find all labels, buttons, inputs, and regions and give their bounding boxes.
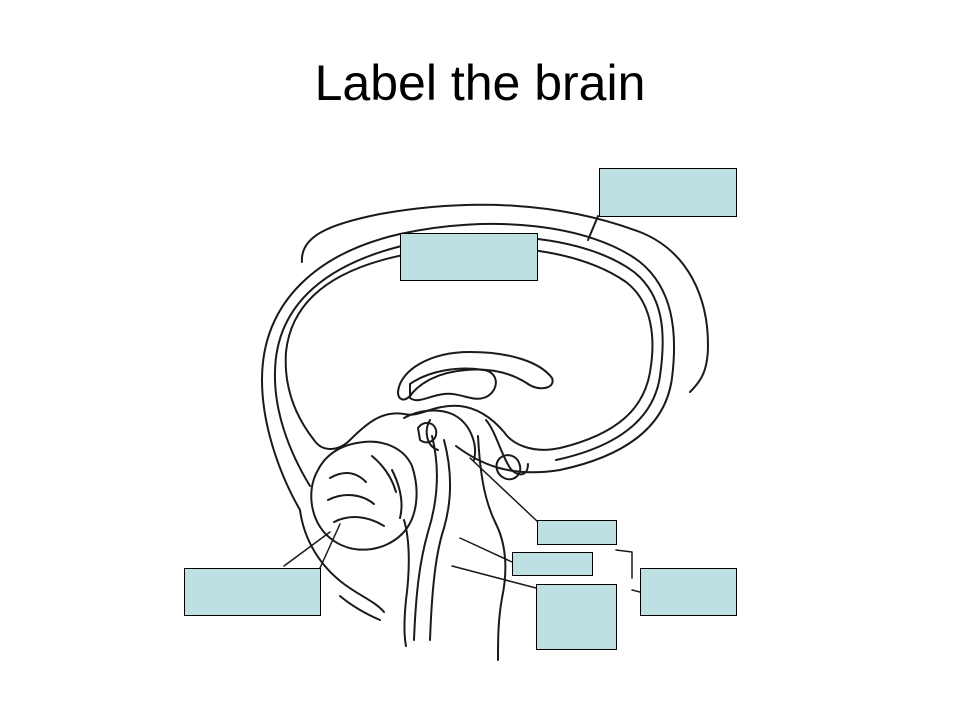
corpus-callosum [397, 351, 554, 401]
label-box-top-right[interactable] [599, 168, 737, 217]
brain-stem [413, 435, 438, 641]
leader-line-mid-right [469, 457, 539, 523]
label-box-bottom-right[interactable] [640, 568, 737, 616]
leader-line-mid-small [459, 537, 513, 563]
leader-line-bottom-left-2 [283, 531, 331, 567]
label-box-bottom-left[interactable] [184, 568, 321, 616]
lower-skull-outline [299, 509, 385, 621]
spinal-canal [403, 519, 410, 647]
label-box-mid-small[interactable] [512, 552, 593, 576]
cerebrum-contour [284, 246, 654, 451]
skull-outline [300, 203, 709, 393]
label-box-bottom-center[interactable] [536, 584, 617, 650]
pituitary [495, 454, 522, 481]
leader-line-bottom-left [319, 523, 341, 569]
cerebellum-folds [327, 455, 403, 527]
brain-stem-inner [429, 439, 451, 641]
outer-brain-contour [261, 222, 676, 511]
leader-line-top-right [587, 215, 599, 241]
label-box-top-center[interactable] [400, 233, 538, 281]
label-box-mid-right[interactable] [537, 520, 617, 545]
midbrain-small-loop [417, 422, 438, 444]
cerebellum-outline [310, 440, 418, 551]
corpus-callosum-inner [409, 367, 497, 402]
leader-line-bottom-center [451, 565, 537, 589]
bracket-right [615, 549, 641, 593]
brain-stem-right [477, 435, 507, 661]
slide-title: Label the brain [314, 55, 646, 111]
